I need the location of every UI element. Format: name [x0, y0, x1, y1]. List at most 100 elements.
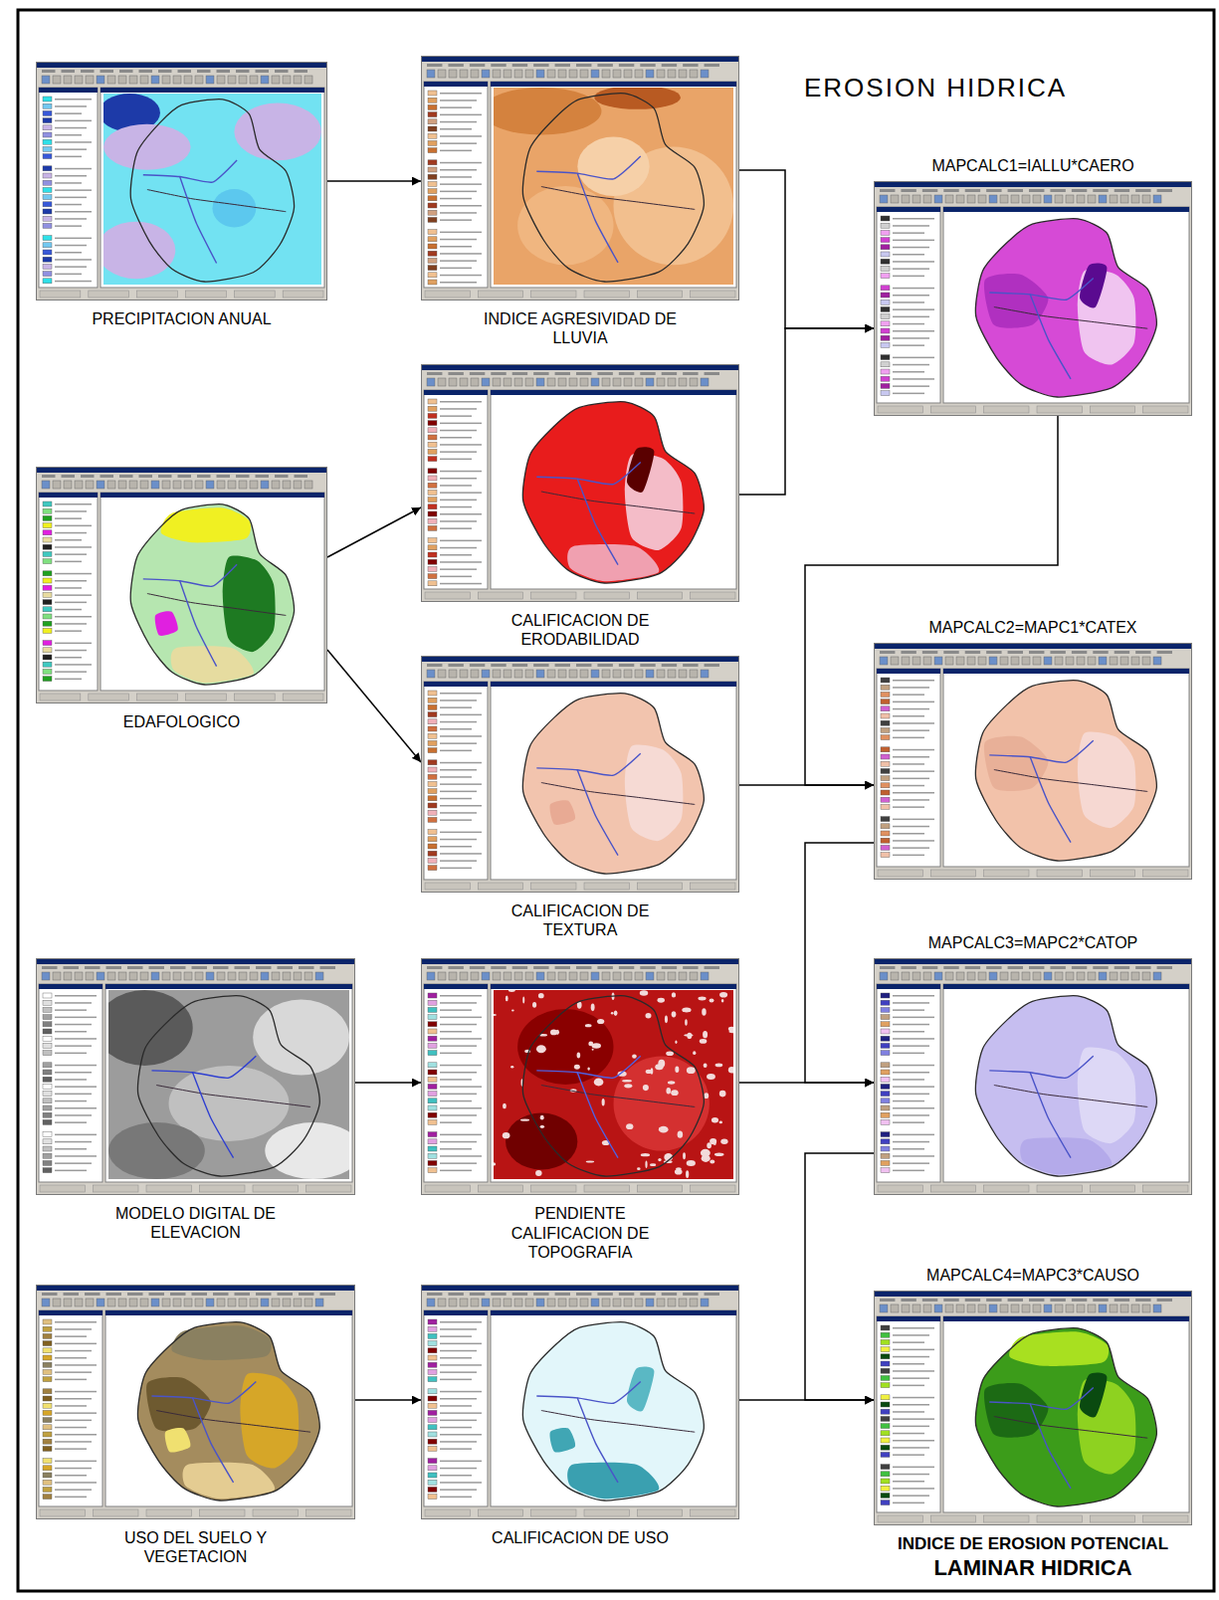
- legend-text-line: [54, 1496, 87, 1499]
- legend-text-line: [439, 776, 472, 779]
- legend-text-line: [892, 1071, 930, 1074]
- tool-icon: [459, 69, 468, 78]
- map-view: [943, 1316, 1190, 1513]
- legend-text-line: [54, 1488, 92, 1491]
- legend-text-line: [439, 477, 477, 480]
- task-button: [39, 693, 81, 701]
- view-header: [943, 1316, 1190, 1322]
- legend-swatch-icon: [427, 767, 437, 773]
- legend-text-line: [439, 692, 482, 695]
- tool-icon: [634, 1298, 643, 1307]
- tool-icon: [41, 1298, 50, 1307]
- menu-item: [922, 189, 938, 193]
- legend-swatch-icon: [880, 1119, 890, 1125]
- menu-item: [158, 474, 173, 478]
- legend-swatch-icon: [880, 314, 890, 320]
- tool-icon: [656, 1298, 665, 1307]
- legend-text-line: [439, 114, 482, 117]
- legend-swatch-icon: [427, 243, 437, 249]
- legend-text-line: [54, 1420, 92, 1423]
- river-line: [180, 581, 217, 667]
- tool-icon: [945, 656, 954, 665]
- tool-icon: [956, 195, 965, 204]
- legend-swatch-icon: [427, 712, 437, 718]
- legend-text-line: [892, 1093, 930, 1096]
- legend-swatch-icon: [427, 1028, 437, 1034]
- legend-text-line: [54, 1030, 87, 1033]
- raster-speck: [640, 1153, 650, 1157]
- task-button: [690, 1509, 736, 1517]
- legend-text-line: [439, 198, 472, 201]
- tool-icon: [547, 1298, 556, 1307]
- legend-swatch-icon: [42, 195, 52, 201]
- legend-text-line: [892, 832, 925, 835]
- tool-icon: [558, 1298, 567, 1307]
- legend-text-line: [54, 197, 87, 200]
- legend-text-line: [439, 169, 477, 172]
- tool-icon: [129, 75, 138, 84]
- legend-text-line: [892, 1356, 930, 1359]
- tool-icon: [249, 480, 258, 489]
- legend-text-line: [439, 798, 472, 801]
- title-bar: [874, 1291, 1192, 1297]
- legend-text-line: [54, 224, 82, 227]
- tool-icon: [580, 1298, 589, 1307]
- legend-swatch-icon: [427, 126, 437, 132]
- legend-text-line: [892, 330, 935, 333]
- legend-swatch-icon: [427, 1486, 437, 1492]
- legend-swatch-icon: [427, 1465, 437, 1471]
- legend-panel: [38, 1310, 103, 1507]
- class-zone: [161, 507, 251, 543]
- legend-text-line: [439, 162, 482, 165]
- legend-swatch-icon: [427, 1494, 437, 1500]
- legend-swatch-icon: [42, 501, 52, 507]
- legend-text-line: [892, 1466, 935, 1469]
- tool-icon: [481, 972, 490, 981]
- tool-icon: [879, 1304, 888, 1313]
- legend-text-line: [54, 141, 92, 144]
- legend-swatch-icon: [42, 1479, 52, 1485]
- legend-text-line: [892, 378, 935, 381]
- legend-swatch-icon: [427, 112, 437, 118]
- tool-icon: [602, 378, 610, 387]
- task-button: [636, 1509, 682, 1517]
- raster-speck: [536, 1044, 547, 1053]
- legend-text-line: [54, 1412, 97, 1415]
- raster-speck: [520, 1119, 530, 1122]
- view-header: [490, 1310, 737, 1316]
- map-view: [490, 984, 737, 1183]
- class-zone: [1079, 1373, 1107, 1419]
- legend-swatch-icon: [880, 783, 890, 789]
- task-button: [1143, 406, 1189, 413]
- legend-swatch-icon: [880, 328, 890, 334]
- legend-text-line: [54, 112, 82, 115]
- raster-speck: [645, 1013, 652, 1018]
- legend-text-line: [439, 859, 477, 862]
- legend-text-line: [439, 259, 477, 262]
- legend-panel: [876, 206, 941, 404]
- legend-text-line: [439, 1328, 477, 1331]
- subbasin-line: [147, 594, 286, 616]
- legend-text-line: [54, 127, 87, 130]
- menu-item: [986, 1298, 1002, 1302]
- class-zone: [626, 446, 654, 493]
- map-panel: CALIFICACION DE USO: [420, 1284, 740, 1520]
- legend-text-line: [54, 539, 82, 542]
- legend-swatch-icon: [427, 1015, 437, 1020]
- task-button: [984, 1515, 1029, 1523]
- river-line: [1029, 1404, 1071, 1489]
- menu-item: [618, 372, 634, 376]
- menu-item: [320, 966, 337, 970]
- map-content: [137, 1322, 320, 1501]
- menu-item: [1071, 1298, 1087, 1302]
- tool-icon: [923, 1304, 932, 1313]
- tool-icon: [448, 669, 457, 678]
- legend-swatch-icon: [42, 1153, 52, 1159]
- view-header: [490, 984, 737, 990]
- legend-swatch-icon: [427, 538, 437, 544]
- legend-swatch-icon: [42, 103, 52, 109]
- legend-text-line: [54, 1335, 87, 1338]
- tool-icon: [945, 972, 954, 981]
- menu-item: [512, 1292, 528, 1296]
- legend-text-line: [892, 1002, 930, 1005]
